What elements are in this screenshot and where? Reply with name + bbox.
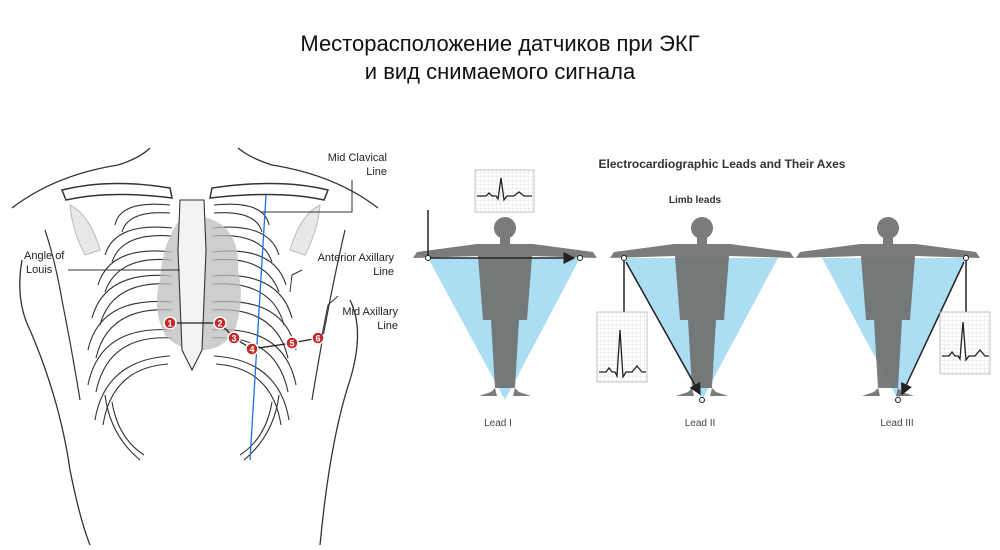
lead-1-caption: Lead I (484, 418, 512, 429)
svg-text:1: 1 (167, 319, 172, 329)
lead-1-panel: Lead I (413, 169, 597, 429)
title-line-2: и вид снимаемого сигнала (364, 59, 636, 84)
sternum (177, 199, 207, 372)
arm-line (311, 229, 346, 401)
electrode-5: 5 (285, 336, 299, 350)
mid-clavical-leader (262, 180, 353, 213)
lead-2-ecg-strip (596, 311, 648, 383)
svg-text:3: 3 (231, 334, 236, 344)
angle-louis-label: Angle of (24, 250, 65, 262)
mid-clavicular-line (249, 194, 267, 461)
mid-axillary-label: Line (377, 320, 398, 332)
lead-1-ecg-strip (474, 169, 535, 213)
svg-text:4: 4 (249, 345, 254, 355)
lead-3-caption: Lead III (880, 418, 913, 429)
mid-clavical-label: Line (366, 166, 387, 178)
title-line-1: Месторасположение датчиков при ЭКГ (300, 31, 700, 56)
anterior-axillary-leader (289, 269, 303, 293)
angle-louis-label: Louis (26, 264, 53, 276)
chest-diagram: 1 2 3 4 5 6 Mid Clavical (11, 147, 398, 546)
lead-2-caption: Lead II (685, 418, 716, 429)
anterior-axillary-label: Anterior Axillary (318, 252, 395, 264)
electrode-6: 6 (311, 331, 325, 345)
lead-2-axis (625, 261, 701, 396)
leads-heading: Electrocardiographic Leads and Their Axe… (599, 157, 846, 171)
shoulder-blade (289, 204, 321, 256)
electrode-4: 4 (245, 342, 259, 356)
limb-leads-subheading: Limb leads (669, 195, 722, 206)
torso-outline (11, 147, 379, 546)
svg-text:2: 2 (217, 319, 222, 329)
clavicle-right (209, 182, 330, 201)
arm-line (44, 229, 81, 401)
mid-axillary-label: Mid Axillary (342, 306, 398, 318)
mid-axillary-leader (321, 295, 339, 336)
lead-3-panel: Lead III (796, 217, 991, 429)
electrode-2: 2 (213, 316, 227, 330)
svg-text:5: 5 (289, 339, 294, 349)
anterior-axillary-label: Line (373, 266, 394, 278)
svg-text:6: 6 (315, 334, 320, 344)
limb-leads-diagram: Electrocardiographic Leads and Their Axe… (413, 157, 991, 429)
electrode-3: 3 (227, 331, 241, 345)
page-title: Месторасположение датчиков при ЭКГ и вид… (0, 30, 1000, 86)
ribs-left (87, 203, 173, 461)
mid-clavical-label: Mid Clavical (328, 152, 387, 164)
lead-2-panel: Lead II (596, 217, 794, 429)
lead-3-axis (901, 261, 965, 396)
lead-3-ecg-strip (939, 311, 991, 375)
electrode-1: 1 (163, 316, 177, 330)
shoulder-blade (69, 204, 101, 256)
clavicle-left (60, 182, 173, 201)
